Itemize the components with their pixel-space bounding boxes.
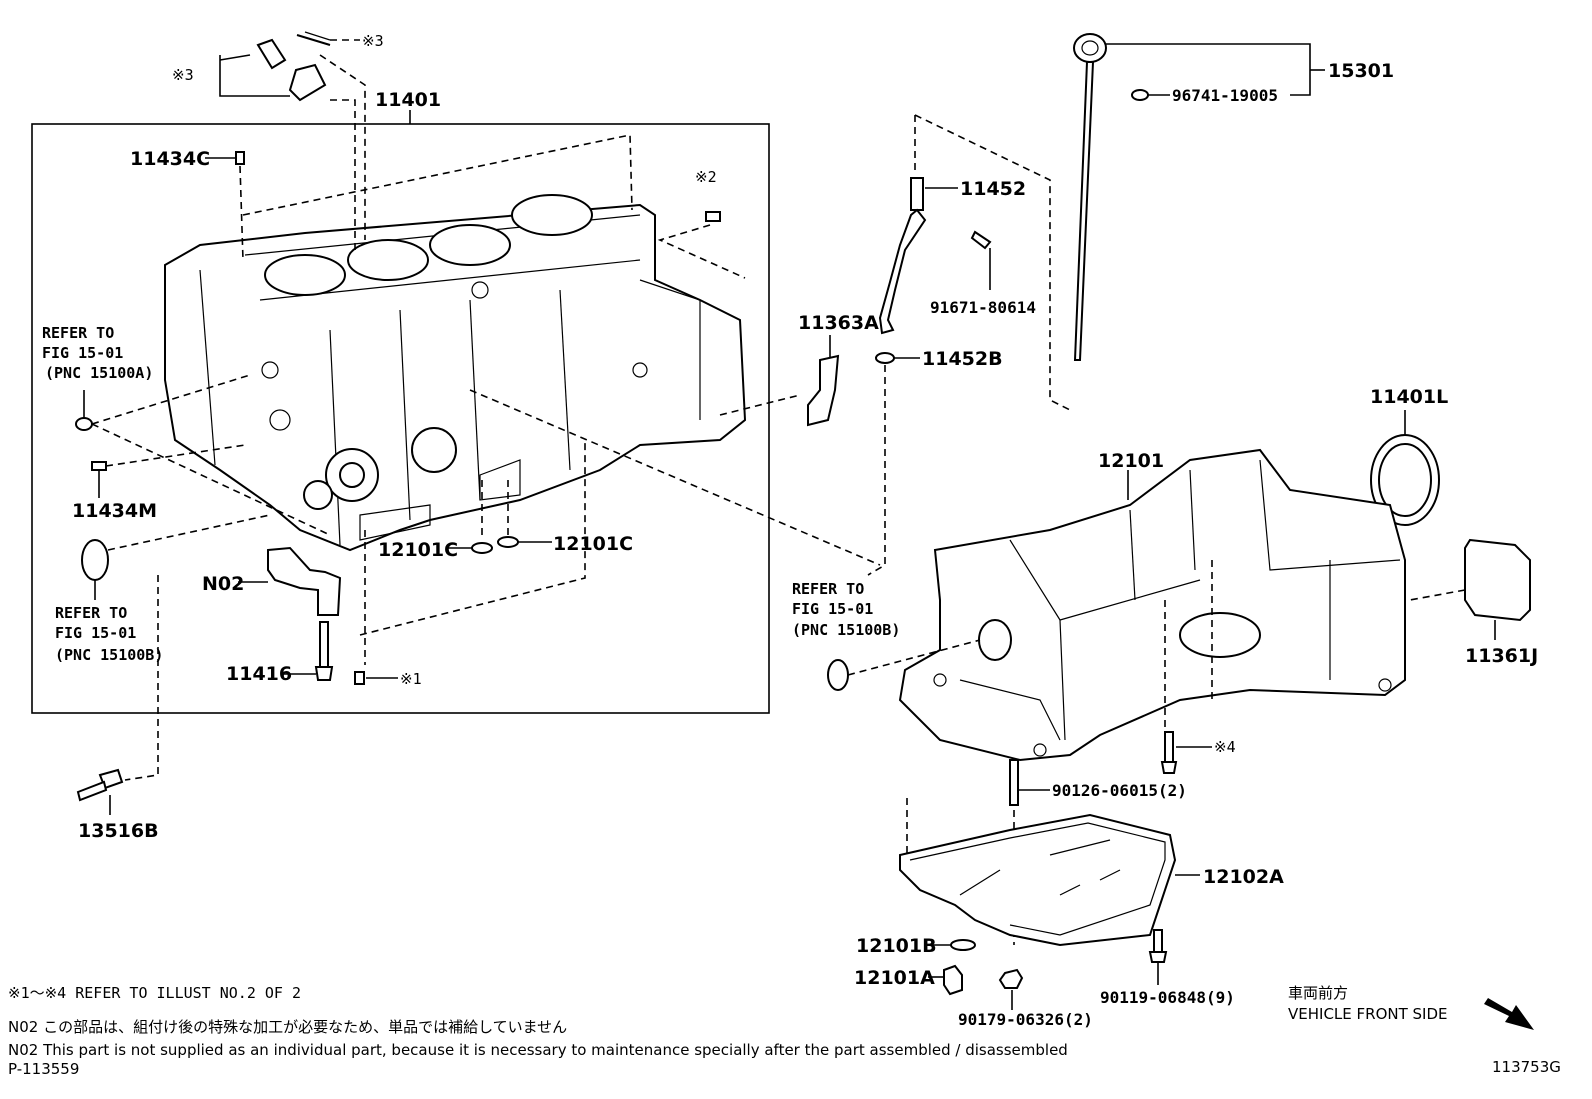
oil-pan-lower (899, 813, 1177, 947)
mark-3b: ※3 (362, 32, 384, 50)
oil-pan-upper (898, 448, 1406, 762)
label-12101c-b: 12101C (553, 533, 633, 555)
bearing-cap-n02 (267, 546, 342, 616)
label-91671: 91671-80614 (930, 298, 1036, 317)
svg-text:FIG 15-01: FIG 15-01 (792, 600, 873, 618)
svg-text:(PNC 15100B): (PNC 15100B) (792, 621, 900, 639)
label-96741: 96741-19005 (1172, 86, 1278, 105)
label-15301: 15301 (1328, 60, 1394, 82)
note-n02-en: N02 This part is not supplied as an indi… (8, 1041, 1068, 1059)
code-right: 113753G (1492, 1058, 1561, 1076)
fitting-parts-3 (219, 31, 366, 250)
svg-text:(PNC 15100A): (PNC 15100A) (45, 364, 153, 382)
label-12102a: 12102A (1203, 866, 1284, 888)
label-12101a: 12101A (854, 967, 935, 989)
mark-2: ※2 (695, 168, 717, 186)
label-11452: 11452 (960, 178, 1026, 200)
note-n02-jp: N02 この部品は、組付け後の特殊な加工が必要なため、単品では補給していません (8, 1018, 567, 1036)
direction-en: VEHICLE FRONT SIDE (1288, 1005, 1448, 1023)
svg-text:REFER TO: REFER TO (792, 580, 864, 598)
cylinder-block-drawing (164, 194, 747, 552)
oil-strainer-pipe (878, 177, 927, 335)
label-12101b: 12101B (856, 935, 937, 957)
label-12101c-a: 12101C (378, 539, 458, 561)
label-90119: 90119-06848(9) (1100, 988, 1235, 1007)
label-11452b: 11452B (922, 348, 1003, 370)
baffle-11363a (807, 354, 840, 427)
cylinder-block-group-box (31, 123, 770, 714)
direction-jp: 車両前方 (1288, 984, 1348, 1002)
svg-text:FIG 15-01: FIG 15-01 (42, 344, 123, 362)
refer-left-top: REFER TO FIG 15-01 (PNC 15100A) (42, 324, 153, 382)
note-refer-illust: ※1～※4 REFER TO ILLUST NO.2 OF 2 (8, 984, 301, 1002)
refer-left-bottom: REFER TO FIG 15-01 (PNC 15100B) (55, 604, 163, 664)
direction-arrow-icon (1484, 998, 1534, 1030)
mark-4: ※4 (1214, 738, 1236, 756)
code-left: P-113559 (8, 1060, 79, 1078)
label-11401: 11401 (375, 89, 441, 111)
svg-text:REFER TO: REFER TO (55, 604, 127, 622)
mark-3a: ※3 (172, 66, 194, 84)
label-11434c: 11434C (130, 148, 210, 170)
label-11416: 11416 (226, 663, 292, 685)
label-90126: 90126-06015(2) (1052, 781, 1187, 800)
label-11401l: 11401L (1370, 386, 1448, 408)
label-11434m: 11434M (72, 500, 157, 522)
label-n02: N02 (202, 573, 244, 595)
svg-text:FIG 15-01: FIG 15-01 (55, 624, 136, 642)
dipstick (1073, 33, 1107, 361)
mark-1: ※1 (400, 670, 422, 688)
label-13516b: 13516B (78, 820, 159, 842)
label-11361j: 11361J (1465, 645, 1538, 667)
label-90179: 90179-06326(2) (958, 1010, 1093, 1029)
svg-text:(PNC 15100B): (PNC 15100B) (55, 646, 163, 664)
svg-text:REFER TO: REFER TO (42, 324, 114, 342)
refer-right: REFER TO FIG 15-01 (PNC 15100B) (792, 580, 900, 639)
label-11363a: 11363A (798, 312, 879, 334)
label-12101: 12101 (1098, 450, 1164, 472)
